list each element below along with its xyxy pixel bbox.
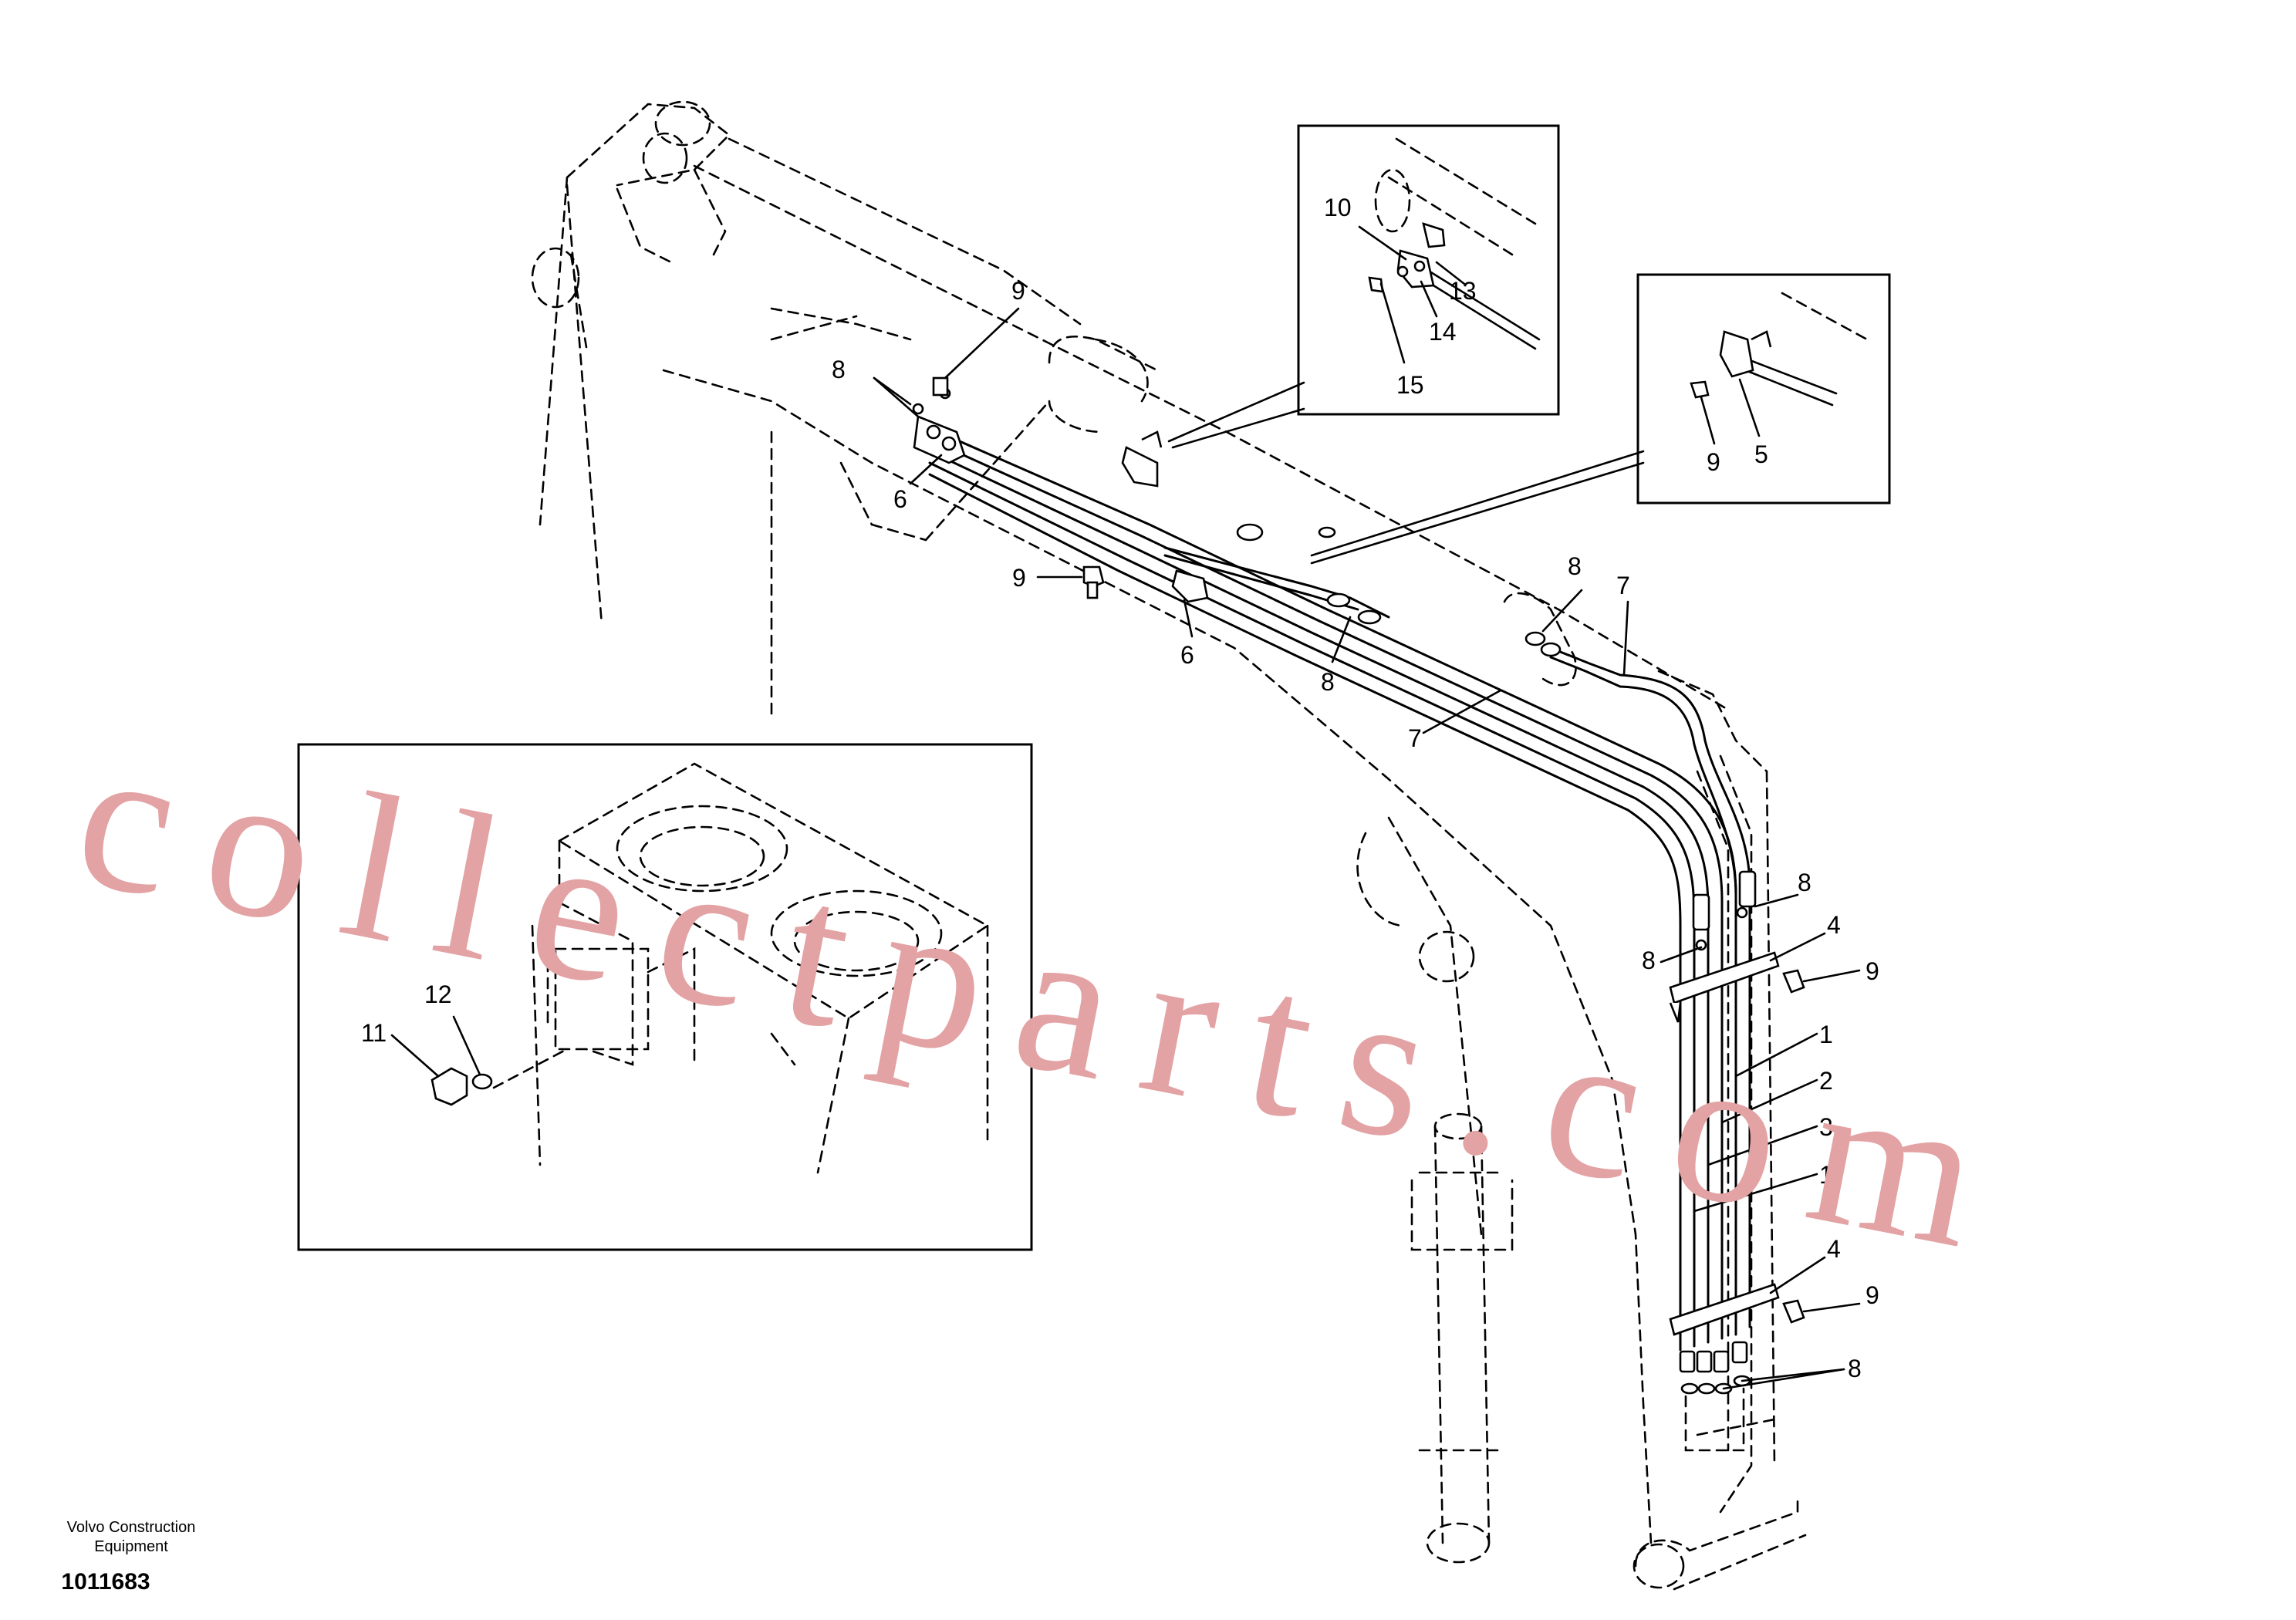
callout-15: 15: [1396, 371, 1424, 399]
callout-10: 10: [1324, 194, 1352, 221]
footer: Volvo Construction Equipment 1011683: [61, 1519, 195, 1595]
callout-8-bottom: 8: [1848, 1355, 1862, 1382]
detail-box-plug: [297, 743, 1033, 1251]
hose-fittings: [912, 376, 1805, 1452]
callout-8-top-left: 8: [832, 356, 846, 383]
callout-6-mid: 6: [1180, 641, 1194, 669]
callout-8-left: 8: [1642, 947, 1656, 974]
callout-4-upper: 4: [1827, 911, 1841, 939]
callout-13: 13: [1449, 277, 1477, 305]
callout-7-lower: 7: [1408, 724, 1422, 752]
callout-8-mid: 8: [1321, 668, 1335, 696]
callout-9-top: 9: [1011, 277, 1025, 305]
detail-box-bracket: [1310, 273, 1891, 565]
callout-8-upper-right: 8: [1568, 552, 1582, 580]
callout-9-right-upper: 9: [1866, 957, 1879, 985]
company-name-line2: Equipment: [94, 1538, 168, 1555]
callout-6-top-left: 6: [893, 485, 907, 513]
callout-3: 3: [1819, 1113, 1833, 1141]
callout-14: 14: [1429, 318, 1457, 346]
callout-1-lower: 1: [1819, 1161, 1833, 1189]
callout-2: 2: [1819, 1067, 1833, 1095]
callout-4-lower: 4: [1827, 1235, 1841, 1263]
callout-9-right-lower: 9: [1866, 1281, 1879, 1309]
leader-lines: [873, 307, 1861, 1390]
detail-box-clamp: [1167, 124, 1560, 449]
callout-7-upper: 7: [1616, 572, 1630, 599]
callout-9-mid: 9: [1012, 564, 1026, 592]
callout-12: 12: [424, 980, 452, 1008]
callout-11: 11: [361, 1019, 387, 1047]
callout-8-right: 8: [1798, 869, 1811, 896]
callout-5: 5: [1754, 440, 1768, 468]
document-number: 1011683: [61, 1569, 150, 1595]
company-name-line1: Volvo Construction: [67, 1519, 196, 1536]
callout-9-detail: 9: [1707, 448, 1720, 476]
callout-1-upper: 1: [1819, 1021, 1833, 1048]
hose-bundle: [928, 427, 1751, 1352]
callout-labels: 9 8 6 10 13 14 15 9 5 9 6 8 8 7 7 8 4 8 …: [361, 194, 1879, 1382]
